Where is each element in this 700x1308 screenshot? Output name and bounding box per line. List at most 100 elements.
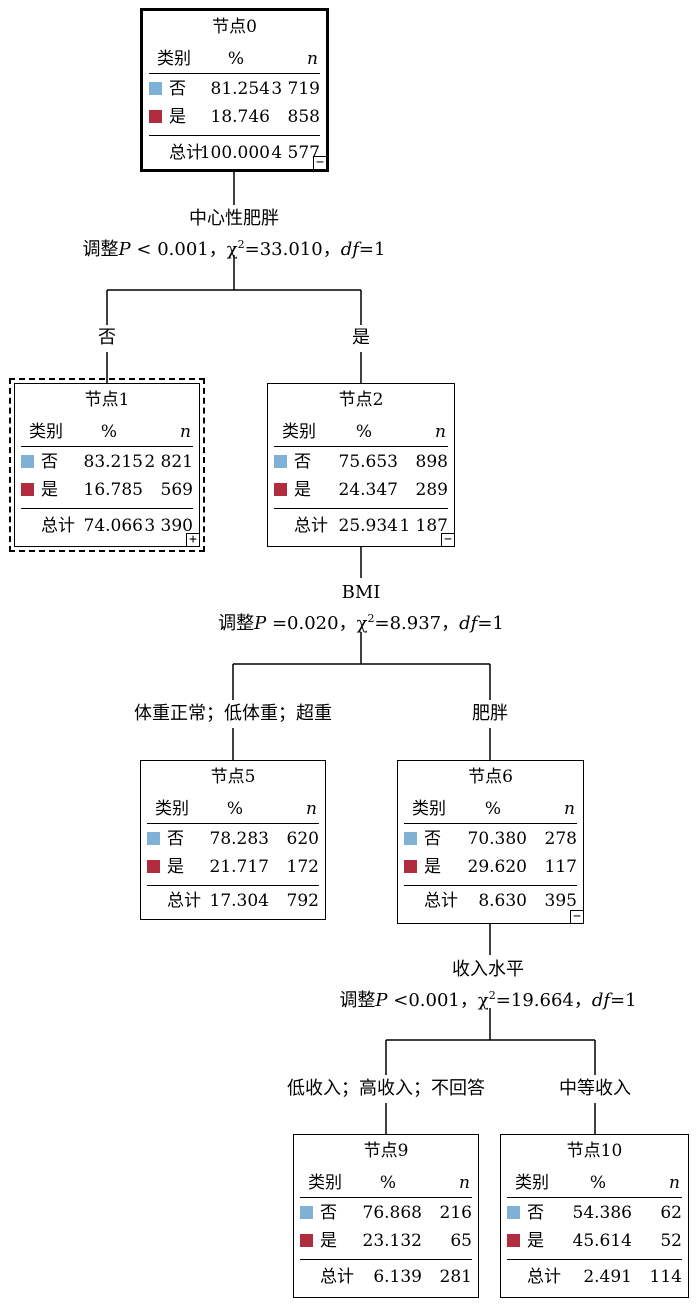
percent-header: % bbox=[226, 799, 243, 819]
percent-header: % bbox=[100, 422, 117, 442]
no-percent: 76.868 bbox=[362, 1203, 422, 1223]
n-header: n bbox=[459, 1173, 470, 1193]
total-rule bbox=[149, 135, 320, 136]
split-chi-sup: 2 bbox=[488, 989, 496, 1002]
node-1[interactable]: 节点1 类别 % n 否 83.215 2 821 是 16.785 569 总… bbox=[9, 378, 205, 552]
no-swatch-icon bbox=[404, 832, 417, 845]
n-header: n bbox=[307, 49, 318, 69]
split-stats: 调整P <0.001，χ2=19.664，df=1 bbox=[278, 983, 698, 1014]
yes-percent: 16.785 bbox=[83, 480, 143, 500]
total-rule bbox=[274, 508, 448, 509]
no-count: 898 bbox=[415, 452, 448, 472]
row-yes: 是 29.620 117 bbox=[404, 855, 577, 879]
no-count: 3 719 bbox=[271, 79, 320, 99]
node-header-row: 类别 % n bbox=[21, 420, 193, 444]
node-5[interactable]: 节点5 类别 % n 否 78.283 620 是 21.717 172 总计 … bbox=[140, 760, 326, 920]
n-header: n bbox=[435, 422, 446, 442]
category-header: 类别 bbox=[157, 49, 191, 69]
yes-swatch-icon bbox=[21, 483, 34, 496]
total-label: 总计 bbox=[169, 143, 203, 163]
total-percent: 17.304 bbox=[209, 891, 269, 911]
branch-label-normal-low-over: 体重正常；低体重；超重 bbox=[134, 703, 332, 724]
split-variable: 中心性肥胖 bbox=[189, 208, 279, 229]
no-percent: 54.386 bbox=[572, 1203, 632, 1223]
category-header: 类别 bbox=[412, 799, 446, 819]
yes-swatch-icon bbox=[404, 860, 417, 873]
total-percent: 25.934 bbox=[338, 516, 398, 536]
row-yes: 是 24.347 289 bbox=[274, 478, 448, 502]
node-header-row: 类别 % n bbox=[300, 1171, 472, 1195]
row-no: 否 54.386 62 bbox=[507, 1201, 682, 1225]
expand-toggle-icon[interactable]: + bbox=[186, 533, 200, 547]
split-p-symbol: P bbox=[118, 239, 131, 260]
header-rule bbox=[274, 446, 448, 447]
yes-percent: 45.614 bbox=[572, 1231, 632, 1251]
yes-count: 172 bbox=[286, 857, 319, 877]
no-label: 否 bbox=[169, 79, 186, 99]
percent-header: % bbox=[355, 422, 372, 442]
node-title: 节点0 bbox=[212, 17, 257, 37]
header-rule bbox=[300, 1197, 472, 1198]
collapse-toggle-icon[interactable]: − bbox=[313, 156, 327, 170]
split-adj: 调整 bbox=[339, 990, 376, 1011]
split-df-value: =1 bbox=[610, 990, 637, 1011]
header-rule bbox=[404, 823, 577, 824]
split-p-value: =0.020，χ bbox=[266, 613, 368, 634]
no-label: 否 bbox=[41, 452, 58, 472]
yes-percent: 18.746 bbox=[210, 107, 270, 127]
split-df-symbol: df bbox=[340, 239, 359, 260]
node-9[interactable]: 节点9 类别 % n 否 76.868 216 是 23.132 65 总计 6… bbox=[293, 1134, 479, 1298]
no-count: 216 bbox=[439, 1203, 472, 1223]
total-count: 281 bbox=[439, 1267, 472, 1287]
split-df-symbol: df bbox=[459, 613, 478, 634]
total-rule bbox=[147, 885, 319, 886]
total-count: 1 187 bbox=[399, 516, 448, 536]
total-label: 总计 bbox=[527, 1267, 561, 1287]
split-chi-sup: 2 bbox=[367, 612, 375, 625]
split-info-0: 中心性肥胖 调整P < 0.001，χ2=33.010，df=1 bbox=[34, 206, 434, 263]
row-no: 否 76.868 216 bbox=[300, 1201, 472, 1225]
collapse-toggle-icon[interactable]: − bbox=[570, 910, 584, 924]
node-6[interactable]: 节点6 类别 % n 否 70.380 278 是 29.620 117 总计 … bbox=[397, 760, 584, 924]
yes-label: 是 bbox=[527, 1231, 544, 1251]
collapse-toggle-icon[interactable]: − bbox=[441, 533, 455, 547]
row-yes: 是 16.785 569 bbox=[21, 478, 193, 502]
yes-label: 是 bbox=[424, 857, 441, 877]
total-percent: 100.000 bbox=[199, 143, 270, 163]
split-df-value: =1 bbox=[477, 613, 504, 634]
total-percent: 2.491 bbox=[583, 1267, 632, 1287]
node-2[interactable]: 节点2 类别 % n 否 75.653 898 是 24.347 289 总计 … bbox=[267, 383, 455, 547]
no-swatch-icon bbox=[149, 82, 162, 95]
row-total: 总计 100.000 4 577 bbox=[149, 141, 320, 165]
total-count: 3 390 bbox=[144, 516, 193, 536]
row-total: 总计 6.139 281 bbox=[300, 1265, 472, 1289]
header-rule bbox=[147, 823, 319, 824]
row-total: 总计 25.934 1 187 bbox=[274, 514, 448, 538]
branch-label-yes: 是 bbox=[352, 327, 370, 348]
node-header-row: 类别 % n bbox=[404, 797, 577, 821]
category-header: 类别 bbox=[308, 1173, 342, 1193]
yes-count: 289 bbox=[415, 480, 448, 500]
no-label: 否 bbox=[527, 1203, 544, 1223]
split-p-value: < 0.001，χ bbox=[130, 239, 238, 260]
yes-label: 是 bbox=[294, 480, 311, 500]
node-0[interactable]: 节点0 类别 % n 否 81.254 3 719 是 18.746 858 总… bbox=[140, 8, 329, 172]
node-10[interactable]: 节点10 类别 % n 否 54.386 62 是 45.614 52 总计 2… bbox=[500, 1134, 689, 1298]
split-chi-value: =33.010， bbox=[244, 239, 341, 260]
total-count: 395 bbox=[544, 891, 577, 911]
split-stats: 调整P =0.020，χ2=8.937，df=1 bbox=[161, 606, 561, 637]
total-label: 总计 bbox=[320, 1267, 354, 1287]
row-no: 否 78.283 620 bbox=[147, 827, 319, 851]
no-percent: 78.283 bbox=[209, 829, 269, 849]
row-yes: 是 45.614 52 bbox=[507, 1229, 682, 1253]
total-label: 总计 bbox=[294, 516, 328, 536]
no-label: 否 bbox=[424, 829, 441, 849]
n-header: n bbox=[669, 1173, 680, 1193]
branch-label-obese: 肥胖 bbox=[472, 703, 508, 724]
branch-label-middle-income: 中等收入 bbox=[559, 1078, 631, 1099]
row-no: 否 81.254 3 719 bbox=[149, 77, 320, 101]
no-count: 2 821 bbox=[144, 452, 193, 472]
split-stats: 调整P < 0.001，χ2=33.010，df=1 bbox=[34, 232, 434, 263]
no-count: 278 bbox=[544, 829, 577, 849]
